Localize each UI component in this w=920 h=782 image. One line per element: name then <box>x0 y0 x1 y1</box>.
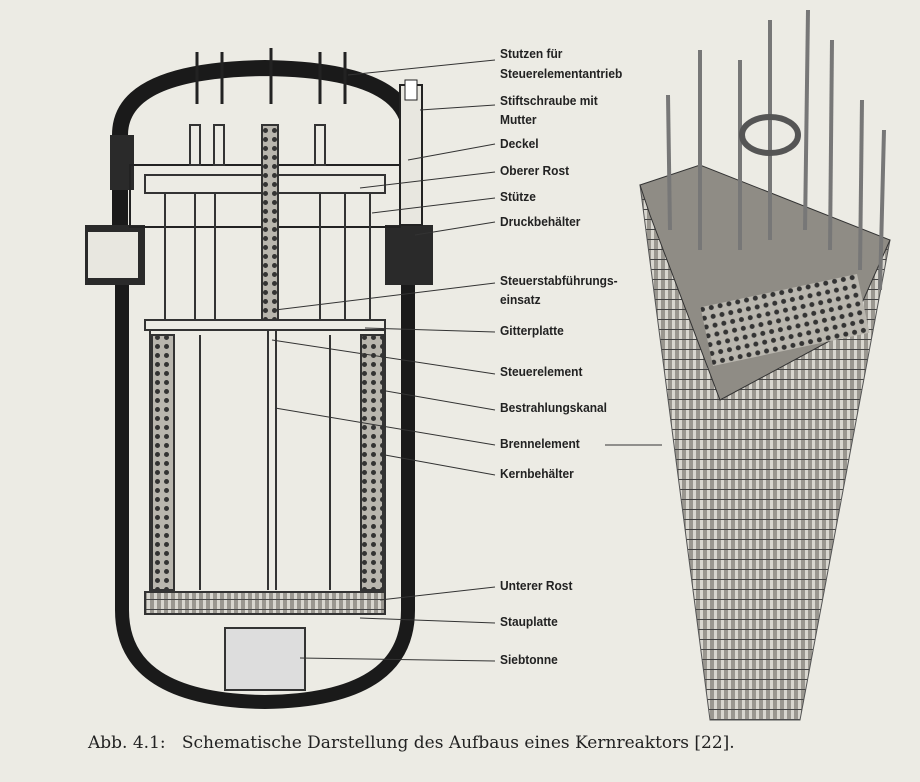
label-stutzen: Stutzen für <box>500 46 563 61</box>
figure-caption: Abb. 4.1: Schematische Darstellung des A… <box>88 733 735 753</box>
leader-lines <box>271 59 662 662</box>
label-deckel: Deckel <box>500 136 539 151</box>
label-kernbehaelter: Kernbehälter <box>500 466 574 481</box>
label-steuerelement: Steuerelement <box>500 364 583 379</box>
label-bestrahlungskanal: Bestrahlungskanal <box>500 400 608 415</box>
label-unterer-rost: Unterer Rost <box>500 578 573 593</box>
label-stiftschraube: Stiftschraube mit <box>500 93 598 108</box>
label-gitterplatte: Gitterplatte <box>500 323 564 338</box>
label-einsatz: einsatz <box>500 292 541 307</box>
drive-nozzles <box>195 48 347 104</box>
label-siebtonne: Siebtonne <box>500 652 558 667</box>
pressure-vessel <box>85 59 433 710</box>
label-druckbehaelter: Druckbehälter <box>500 214 581 229</box>
label-mutter: Mutter <box>500 112 537 127</box>
fuel-element-photo <box>639 9 891 721</box>
label-oberer-rost: Oberer Rost <box>500 163 570 178</box>
label-steuerelementantrieb: Steuerelementantrieb <box>500 66 623 81</box>
label-steuerstabfuehrung: Steuerstabführungs- <box>500 273 618 288</box>
label-stauplatte: Stauplatte <box>500 614 558 629</box>
core-barrel <box>144 329 386 691</box>
label-brennelement: Brennelement <box>500 436 580 451</box>
label-stuetze: Stütze <box>500 189 536 204</box>
